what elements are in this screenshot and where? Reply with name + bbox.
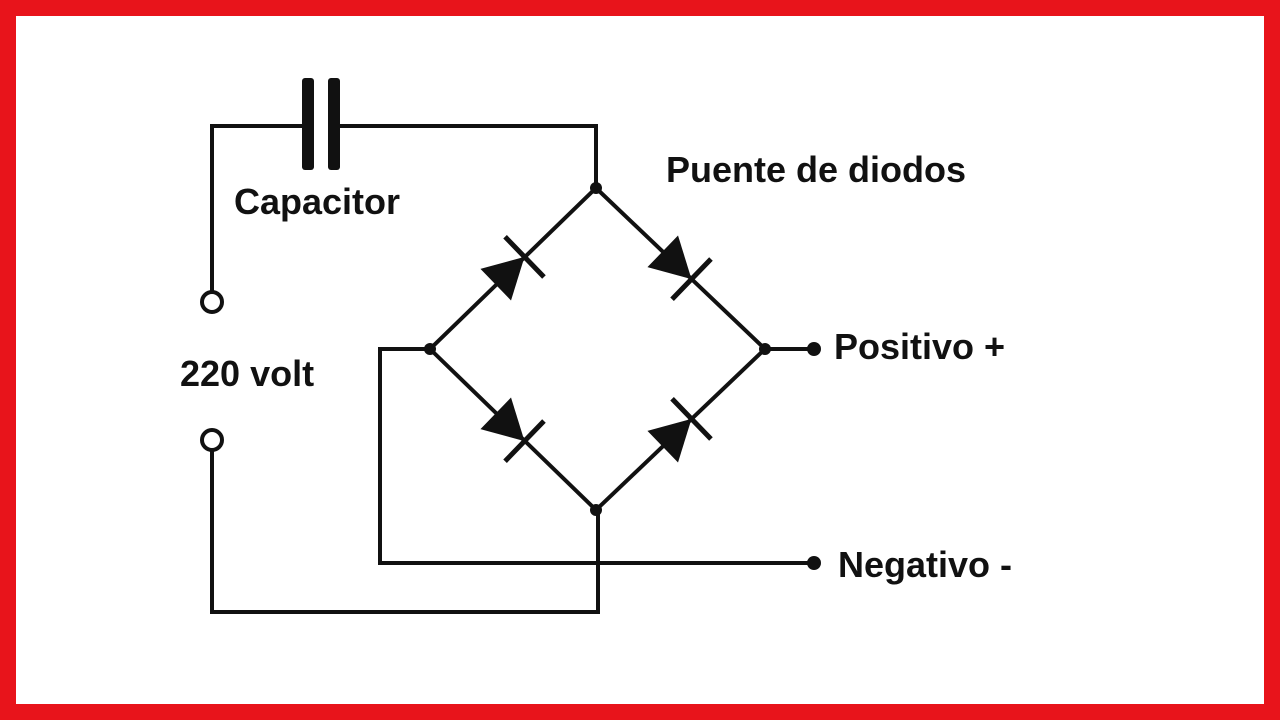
wire-negative [378, 347, 814, 565]
node-top [590, 182, 602, 194]
negative-label: Negativo - [838, 544, 1013, 585]
diode-bottom-right [647, 397, 713, 463]
diode-top-left [480, 235, 546, 301]
capacitor-label: Capacitor [234, 181, 401, 222]
diode-bottom-left [480, 397, 546, 463]
positive-label: Positivo + [834, 326, 1006, 367]
bridge-label: Puente de diodos [666, 149, 967, 190]
wire-supply-bottom [210, 448, 600, 614]
diode-top-right [647, 235, 713, 301]
supply-label: 220 volt [180, 353, 315, 394]
supply-terminal-bottom [200, 428, 224, 452]
capacitor-symbol [302, 78, 340, 170]
wire-capacitor-to-bridge [338, 124, 598, 190]
wire-supply-top [210, 124, 302, 294]
node-left [424, 343, 436, 355]
supply-terminal-top [200, 290, 224, 314]
node-bottom [590, 504, 602, 516]
terminal-negative-dot [807, 556, 821, 570]
terminal-positive-dot [807, 342, 821, 356]
node-right [759, 343, 771, 355]
